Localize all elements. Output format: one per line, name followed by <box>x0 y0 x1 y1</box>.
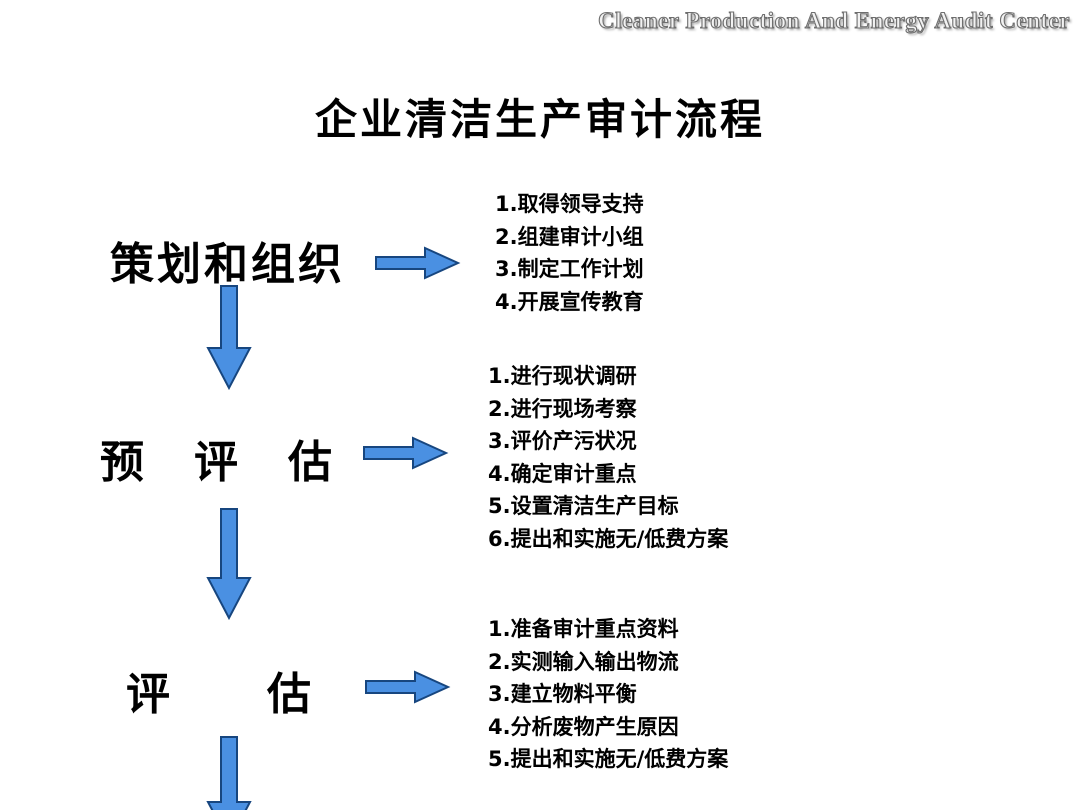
down-arrow-icon <box>206 285 252 391</box>
stage-items-planning: 1.取得领导支持 2.组建审计小组 3.制定工作计划 4.开展宣传教育 <box>495 188 644 318</box>
right-arrow-icon <box>375 246 461 280</box>
list-item: 5.提出和实施无/低费方案 <box>488 747 729 771</box>
list-item: 2.进行现场考察 <box>488 396 637 421</box>
stage-label-planning: 策划和组织 <box>110 240 345 289</box>
stage-label-evaluation: 评 估 <box>126 670 314 719</box>
right-arrow-icon <box>363 436 449 470</box>
list-item: 1.取得领导支持 <box>495 192 644 216</box>
list-item: 5.设置清洁生产目标 <box>488 494 679 518</box>
page-title: 企业清洁生产审计流程 <box>314 98 765 144</box>
down-arrow-icon <box>206 508 252 621</box>
stage-items-evaluation: 1.准备审计重点资料 2.实测输入输出物流 3.建立物料平衡 4.分析废物产生原… <box>488 613 728 776</box>
list-item: 2.实测输入输出物流 <box>488 649 679 674</box>
list-item: 3.制定工作计划 <box>495 257 644 281</box>
list-item: 3.评价产污状况 <box>488 429 637 453</box>
down-arrow-icon <box>206 736 252 810</box>
list-item: 4.分析废物产生原因 <box>488 714 679 739</box>
stage-label-pre-evaluation: 预 评 估 <box>100 438 335 487</box>
list-item: 2.组建审计小组 <box>495 224 644 249</box>
list-item: 6.提出和实施无/低费方案 <box>488 526 729 551</box>
list-item: 4.开展宣传教育 <box>495 289 644 314</box>
right-arrow-icon <box>365 670 451 704</box>
stage-items-pre-evaluation: 1.进行现状调研 2.进行现场考察 3.评价产污状况 4.确定审计重点 5.设置… <box>488 360 728 555</box>
header-center-name: Cleaner Production And Energy Audit Cent… <box>598 7 1070 33</box>
list-item: 1.准备审计重点资料 <box>488 617 679 641</box>
list-item: 1.进行现状调研 <box>488 364 637 388</box>
list-item: 4.确定审计重点 <box>488 461 637 486</box>
list-item: 3.建立物料平衡 <box>488 682 637 706</box>
